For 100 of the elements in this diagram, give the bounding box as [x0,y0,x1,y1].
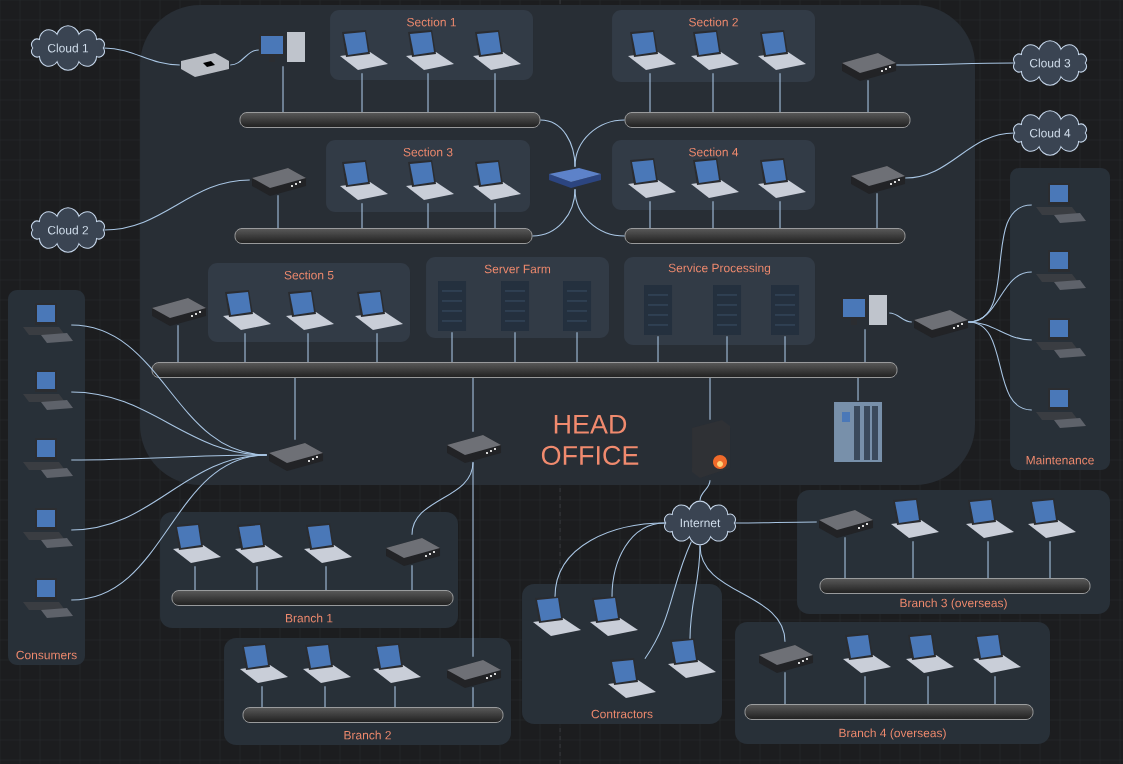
cloud: Cloud 2 [31,207,105,253]
laptop-icon [691,30,739,70]
cable [644,540,692,660]
cable [784,335,786,363]
laptop-icon [406,160,454,200]
network-bus [744,704,1034,720]
desktop-icon [1036,183,1086,223]
cable [103,179,251,231]
mainframe-icon [834,402,882,462]
router-icon [447,660,501,688]
router-icon [914,310,968,338]
laptop-icon [590,596,638,636]
server-icon [438,281,466,331]
network-bus [239,112,541,128]
cable [726,335,728,363]
cable [888,312,913,323]
cable [103,47,181,66]
router-icon [269,443,323,471]
cable [864,675,866,705]
switch-icon [549,168,601,188]
cable [779,200,781,229]
cable [689,544,701,640]
cable [294,377,296,441]
cable [376,332,378,363]
cable [649,72,651,113]
laptop-icon [1028,498,1076,538]
cable [325,565,327,591]
cable [324,685,326,708]
laptop-icon [340,160,388,200]
cable [514,331,516,363]
desktop-icon [23,508,73,548]
desktop-icon [1036,250,1086,290]
cable [494,72,496,113]
router-icon [842,53,896,81]
cable [895,62,1015,66]
laptop-icon [843,633,891,673]
router-icon [819,510,873,538]
desktop-icon [23,370,73,410]
cable [904,132,1015,179]
laptop-icon [628,158,676,198]
cable [712,200,714,229]
cable [712,72,714,113]
network-bus [819,578,1091,594]
cable [912,540,914,579]
laptop-icon [373,643,421,683]
server-icon [713,285,741,335]
router-icon [252,168,306,196]
cable [307,332,309,363]
firewall-icon [692,420,730,478]
laptop-icon [758,158,806,198]
cable [177,324,179,363]
cable [361,202,363,229]
cable [734,521,818,524]
desktop-icon [23,578,73,618]
laptop-icon [286,290,334,330]
cable [394,685,396,708]
cable [282,65,284,113]
laptop-icon [406,30,454,70]
laptop-icon [533,596,581,636]
cable [256,565,258,591]
cable [244,332,246,363]
router-icon [851,166,905,194]
cable [967,321,1033,411]
cable [876,192,878,229]
desktop-icon [1036,318,1086,358]
cable [472,461,474,658]
cable [1049,540,1051,579]
cable [70,454,268,601]
cable [472,686,474,708]
cable [844,536,846,579]
router-icon [152,298,206,326]
cable [576,331,578,363]
laptop-icon [223,290,271,330]
cable [361,72,363,113]
laptop-icon [628,30,676,70]
laptop-icon [473,160,521,200]
cable [864,328,866,363]
server-icon [501,281,529,331]
server-icon [644,285,672,335]
cable [229,49,260,66]
cloud: Cloud 3 [1013,40,1087,86]
desktop-icon [1036,388,1086,428]
laptop-icon [355,290,403,330]
server-icon [771,285,799,335]
laptop-icon [691,158,739,198]
cable [649,200,651,229]
cable [611,522,666,598]
laptop-icon [173,523,221,563]
cable [857,377,859,402]
modem-icon [181,53,229,77]
computer-icon [259,32,305,62]
cable [427,72,429,113]
laptop-icon [966,498,1014,538]
laptop-icon [303,643,351,683]
cable [194,565,196,591]
cable [451,331,453,363]
laptop-icon [891,498,939,538]
laptop-icon [235,523,283,563]
laptop-icon [608,658,656,698]
cloud: Cloud 4 [1013,110,1087,156]
